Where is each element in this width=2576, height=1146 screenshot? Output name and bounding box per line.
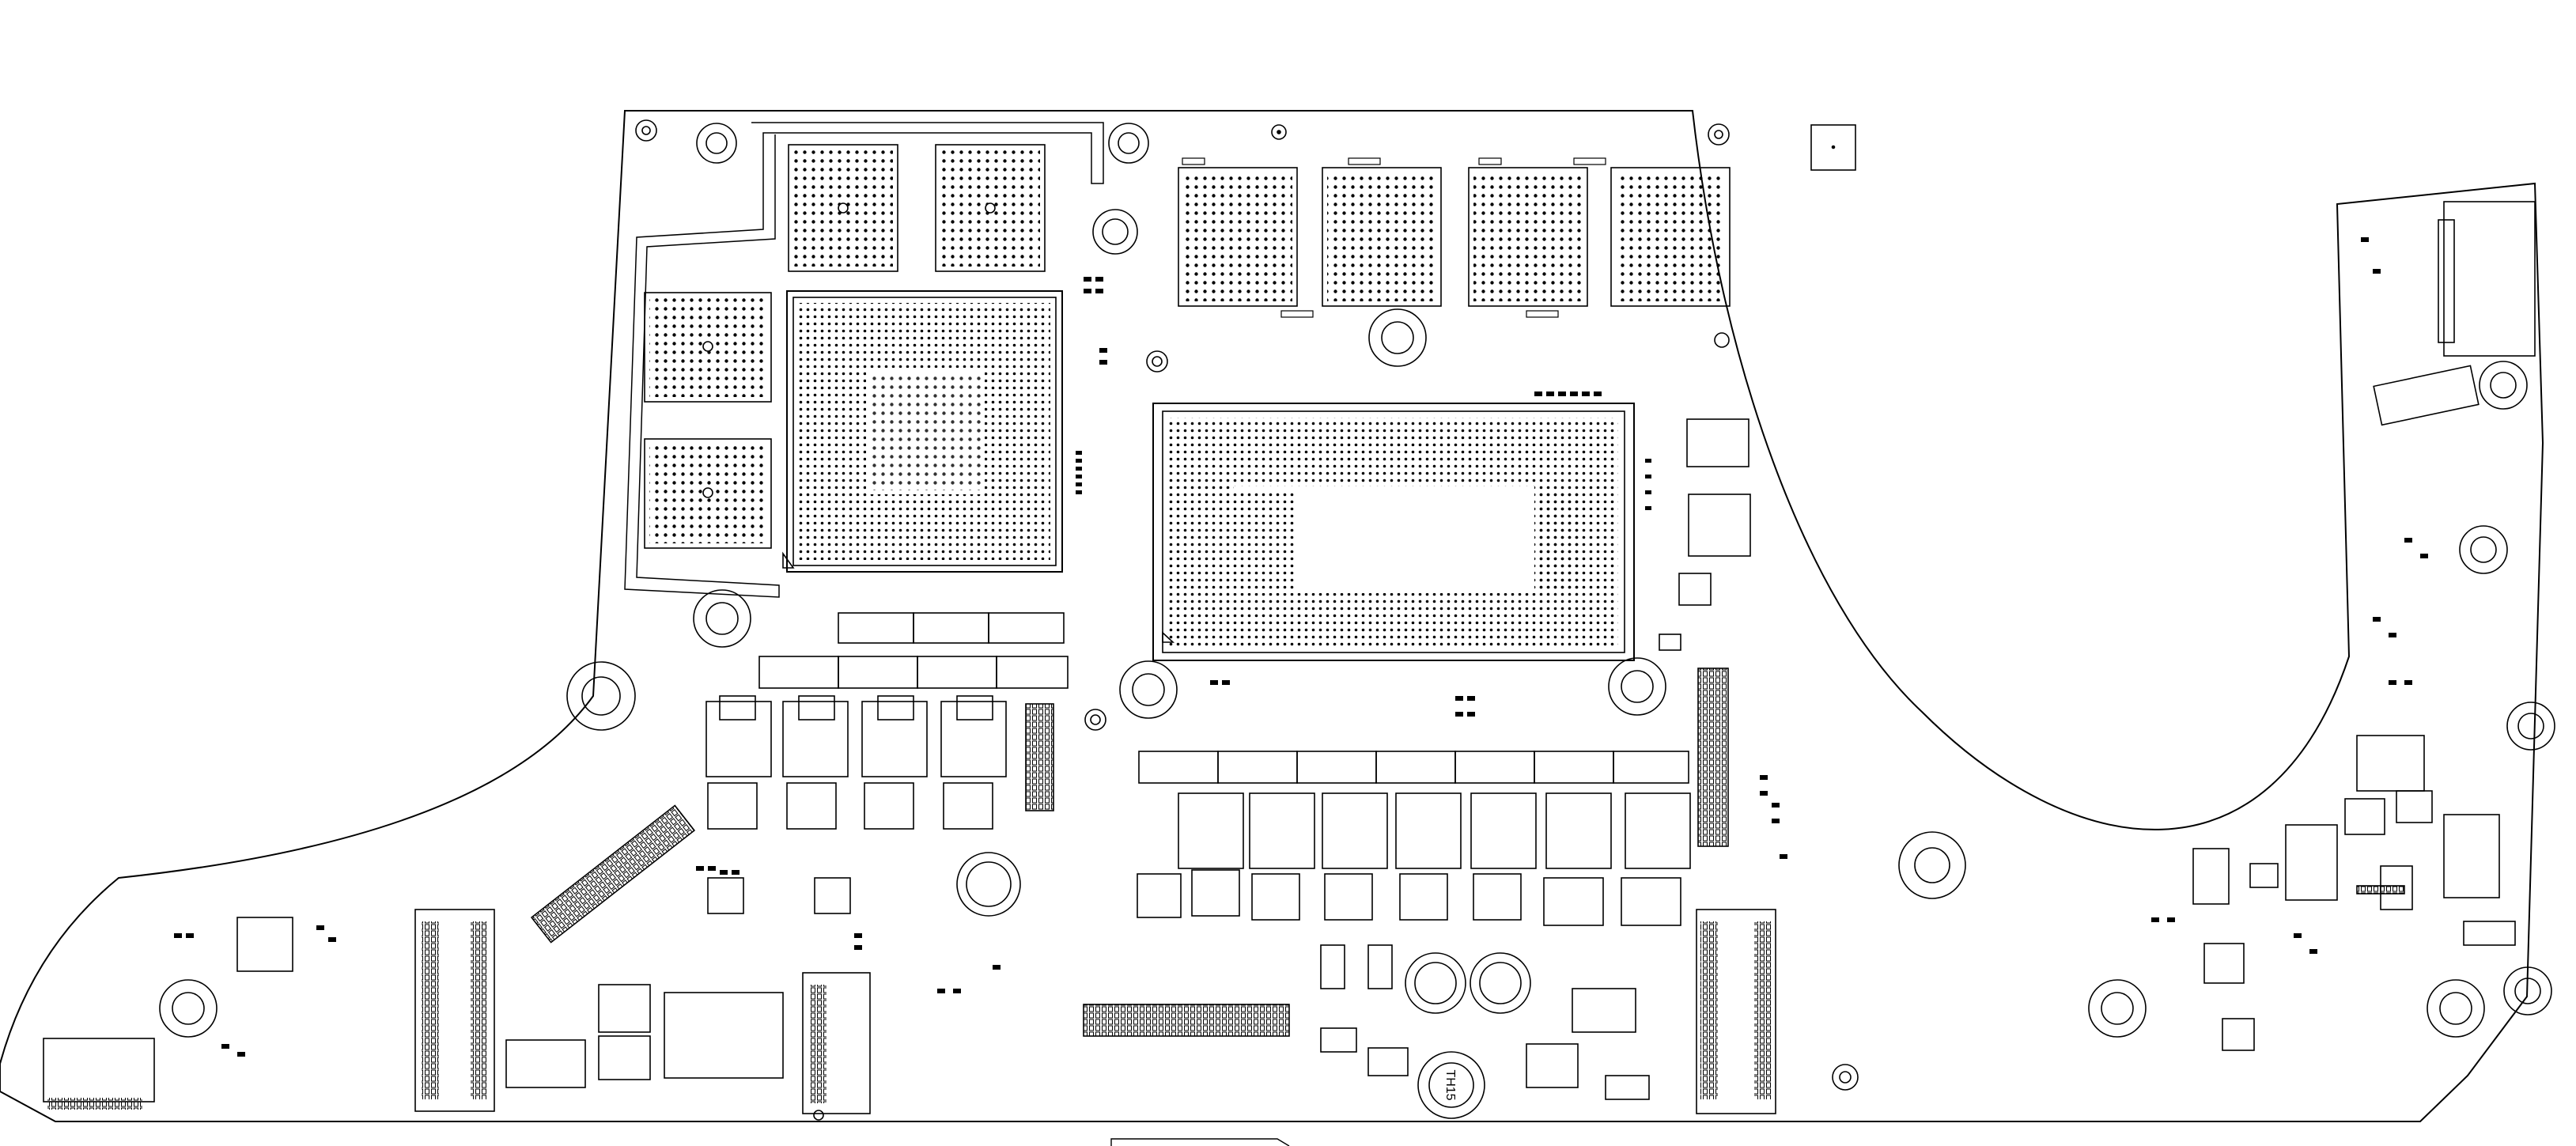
inductor-right-2 xyxy=(2285,824,2338,901)
ic-dual-block xyxy=(1572,988,1636,1033)
connector-bottom-left-edge xyxy=(43,1038,155,1103)
ic-right-tall xyxy=(2356,735,2425,792)
connector-horizontal-bottom xyxy=(1083,1004,1290,1037)
ic-center-bottom xyxy=(1320,1027,1357,1053)
connector-vertical-right-center xyxy=(1696,909,1776,1114)
smd-passives-cluster-a xyxy=(174,237,2428,1057)
connector-vertical-center xyxy=(1697,668,1729,847)
connector-bottom-left-block xyxy=(802,972,871,1114)
connector-flex-diagonal xyxy=(530,804,696,944)
bga-chip-left-mid-2 xyxy=(644,438,772,549)
qfn-controllers-center xyxy=(1137,869,1681,926)
connector-vertical-small xyxy=(1025,703,1054,811)
qfn-right-bottom xyxy=(2203,943,2245,984)
fiducial-square xyxy=(1810,124,1856,171)
top-memory-passives xyxy=(1182,157,1606,318)
bga-chip-top-3 xyxy=(1468,167,1588,307)
routing-channel xyxy=(624,122,1104,598)
inductor-right-1 xyxy=(2443,814,2500,898)
connector-right-angled xyxy=(2373,365,2480,426)
electrolytic-capacitors-center xyxy=(1405,952,1531,1014)
bga-chip-left-top-1 xyxy=(788,144,898,272)
qfn-controllers-left xyxy=(707,782,993,914)
thermal-sensor-label: TH15 xyxy=(1443,1069,1457,1100)
bga-chip-left-mid-1 xyxy=(644,292,772,403)
power-inductor-right-2 xyxy=(1686,418,1749,467)
qfn-far-left xyxy=(236,917,293,972)
power-inductor-right-1 xyxy=(1688,494,1751,557)
bga-chip-top-1 xyxy=(1178,167,1298,307)
inductor-bottom-left xyxy=(664,992,784,1079)
bottom-edge-arrow xyxy=(1110,1138,1290,1146)
bga-chip-left-top-2 xyxy=(935,144,1046,272)
connector-vertical-left xyxy=(414,909,495,1112)
power-mosfets-left xyxy=(705,695,1007,777)
usb-connector-right xyxy=(2443,201,2536,357)
bga-chip-top-2 xyxy=(1322,167,1442,307)
power-mosfets-center xyxy=(1178,792,1691,869)
board-outline xyxy=(0,110,2544,1122)
power-inductors-row-2 xyxy=(1138,751,1689,784)
power-inductors-row-1 xyxy=(758,612,1069,689)
bga-chip-top-4 xyxy=(1610,167,1731,307)
gpu-bga-package xyxy=(782,290,1063,573)
mounting-holes xyxy=(159,119,2555,1121)
cpu-bga-package xyxy=(1152,403,1635,661)
electrolytic-capacitor-left xyxy=(956,852,1021,917)
ic-right-mid xyxy=(2344,798,2385,835)
qfn-left-bottom xyxy=(598,984,651,1033)
